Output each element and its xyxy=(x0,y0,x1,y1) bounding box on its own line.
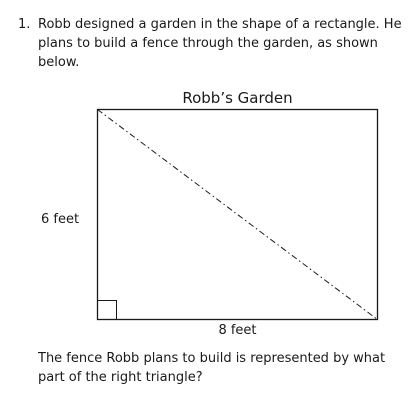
garden-rectangle xyxy=(96,108,379,321)
width-label: 8 feet xyxy=(218,323,257,338)
right-angle-marker xyxy=(97,300,117,320)
question-prompt: The fence Robb plans to build is represe… xyxy=(38,351,386,385)
figure-title: Robb’s Garden xyxy=(182,89,293,107)
question-stem: Robb designed a garden in the shape of a… xyxy=(38,17,402,70)
height-label: 6 feet xyxy=(41,212,80,227)
fence-diagonal xyxy=(97,109,378,320)
question-number: 1. xyxy=(18,17,31,32)
